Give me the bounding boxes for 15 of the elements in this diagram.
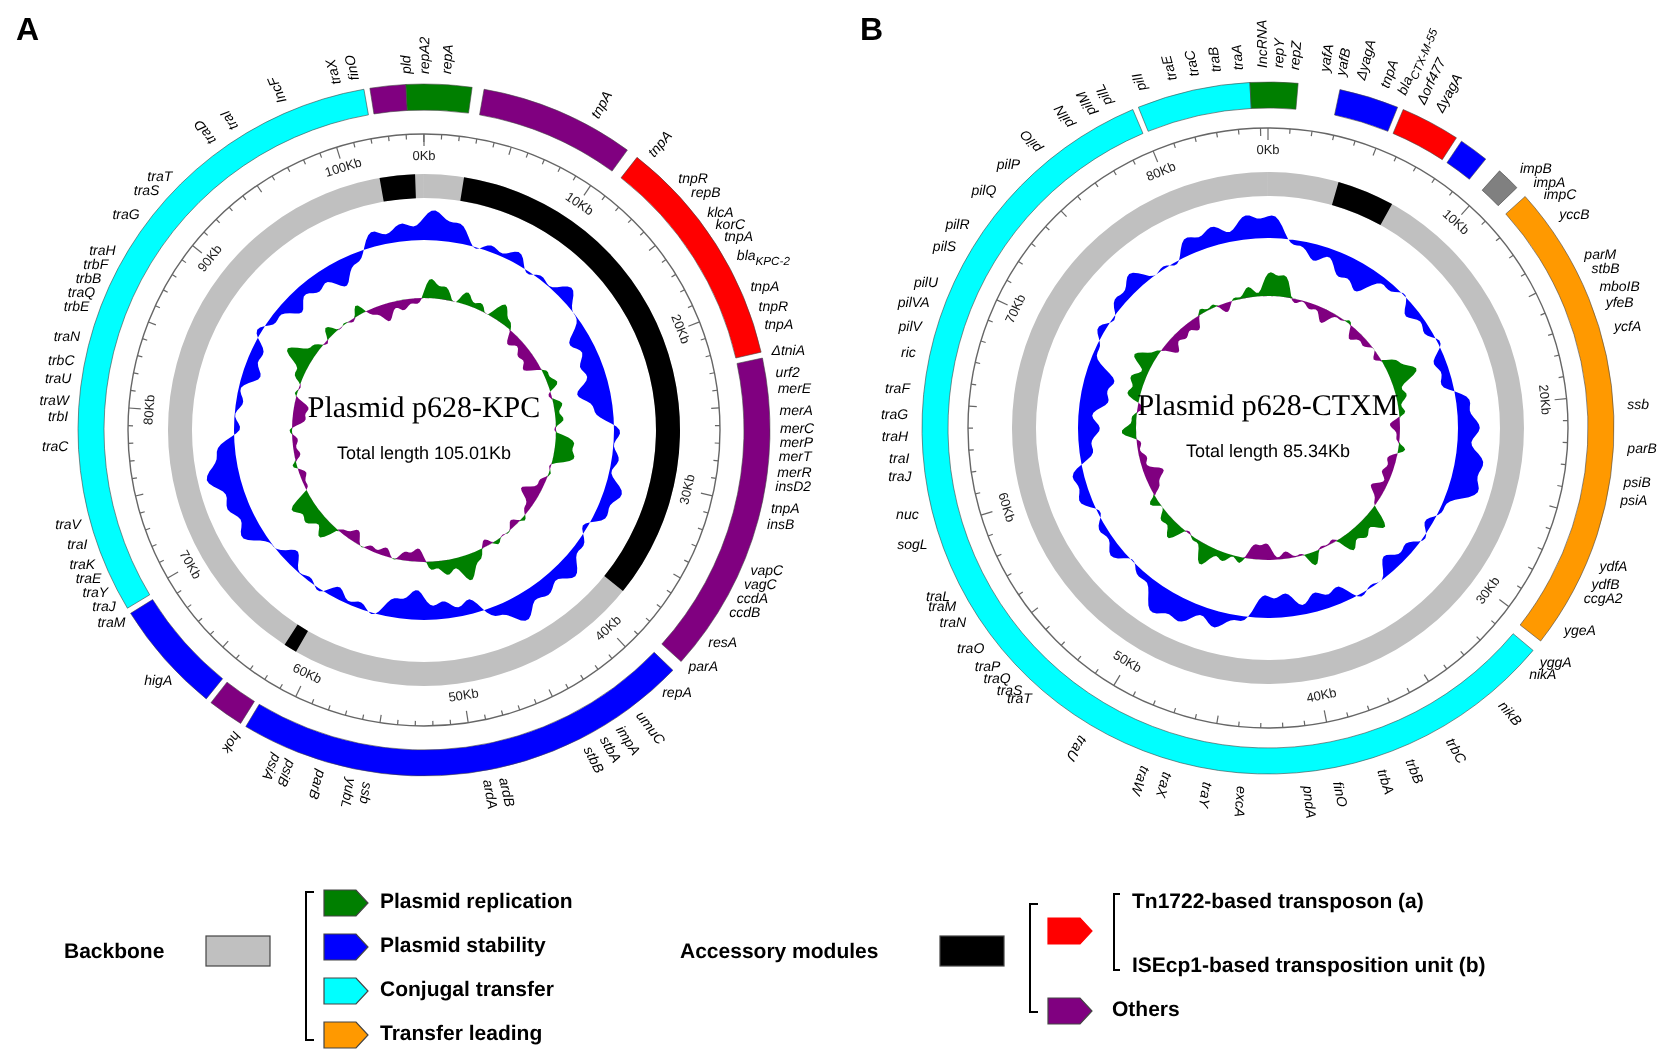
legend-label: Plasmid stability xyxy=(380,936,546,957)
plasmid-name: Plasmid p628-KPC xyxy=(307,395,541,425)
legend-label: ISEcp1-based transposition unit (b) xyxy=(1132,956,1486,977)
panel-letter: A xyxy=(16,16,40,48)
panel-letter: B xyxy=(860,16,884,48)
total-length-label: Total length 85.34Kb xyxy=(1185,443,1351,461)
legend-label: Others xyxy=(1112,1000,1180,1021)
legend-label: Tn1722-based transposon (a) xyxy=(1132,892,1424,913)
legend-label: Backbone xyxy=(64,942,165,963)
total-length-label: Total length 105.01Kb xyxy=(336,445,512,463)
legend-label: Transfer leading xyxy=(380,1024,543,1045)
legend-label: Plasmid replication xyxy=(380,892,573,913)
legend-label: Accessory modules xyxy=(680,942,879,963)
plasmid-name: Plasmid p628-CTXM xyxy=(1137,393,1399,423)
legend-label: Conjugal transfer xyxy=(380,980,554,1001)
